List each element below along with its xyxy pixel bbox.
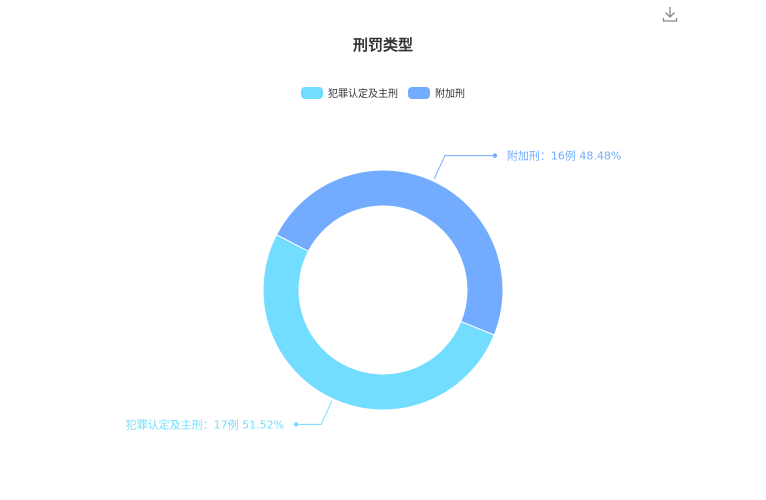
slice-label-1: 附加刑：16例 48.48% — [507, 149, 621, 163]
legend-item-additional[interactable]: 附加刑 — [408, 85, 465, 100]
leader-dot-0 — [293, 422, 299, 427]
legend-item-criminal[interactable]: 犯罪认定及主刑 — [301, 85, 398, 100]
donut-slice-0[interactable] — [262, 234, 495, 411]
legend-label-additional: 附加刑 — [435, 89, 465, 100]
slice-label-0: 犯罪认定及主刑：17例 51.52% — [126, 417, 284, 431]
legend-swatch-criminal — [301, 86, 323, 99]
donut-slice-1[interactable] — [275, 169, 504, 336]
leader-line-1 — [433, 155, 495, 180]
chart-title: 刑罚类型 — [352, 36, 413, 54]
leader-dot-1 — [492, 153, 498, 158]
legend: 犯罪认定及主刑 附加刑 — [0, 85, 766, 100]
legend-swatch-additional — [408, 86, 430, 99]
leader-line-0 — [296, 400, 333, 425]
download-button[interactable] — [660, 4, 680, 24]
legend-label-criminal: 犯罪认定及主刑 — [328, 89, 398, 100]
download-icon — [662, 7, 678, 22]
